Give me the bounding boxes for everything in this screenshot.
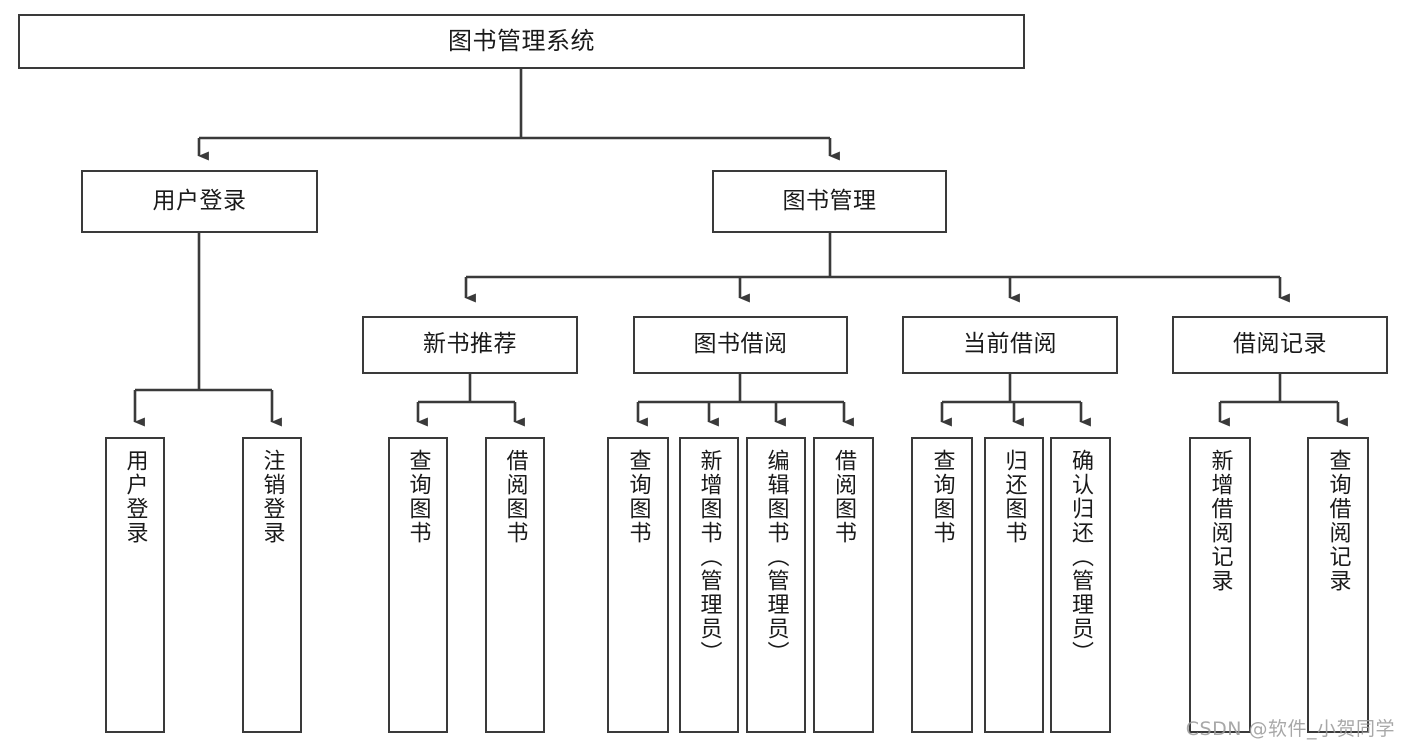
node-label: 查询图书 <box>929 449 955 545</box>
watermark-text: CSDN @软件_小贺同学 <box>1185 718 1395 740</box>
node-leaf[interactable]: 归还图书 <box>984 437 1044 733</box>
node-label: 用户登录 <box>152 187 247 214</box>
leaf-text-wrap: 借阅图书 <box>815 449 872 731</box>
node-label: 新书推荐 <box>423 331 517 358</box>
node-label: 当前借阅 <box>963 331 1057 358</box>
node-label: 新增借阅记录 <box>1207 449 1233 593</box>
node-leaf[interactable]: 新增借阅记录 <box>1189 437 1251 733</box>
node-leaf[interactable]: 查询借阅记录 <box>1307 437 1369 733</box>
node-label: 图书管理 <box>782 187 877 214</box>
leaf-text-wrap: 查询图书 <box>390 449 446 731</box>
node-level3-book-borrow[interactable]: 图书借阅 <box>633 316 848 374</box>
node-label: 借阅记录 <box>1233 331 1327 358</box>
node-label: 用户登录 <box>122 449 148 545</box>
leaf-text-wrap: 归还图书 <box>986 449 1042 731</box>
leaf-text-wrap: 新增图书（管理员） <box>681 449 737 731</box>
node-leaf[interactable]: 借阅图书 <box>813 437 874 733</box>
node-label: 编辑图书（管理员） <box>763 449 789 665</box>
node-root[interactable]: 图书管理系统 <box>18 14 1025 69</box>
leaf-text-wrap: 确认归还（管理员） <box>1052 449 1109 731</box>
node-leaf[interactable]: 查询图书 <box>911 437 973 733</box>
node-leaf[interactable]: 查询图书 <box>388 437 448 733</box>
leaf-text-wrap: 注销登录 <box>244 449 300 731</box>
leaf-text-wrap: 借阅图书 <box>487 449 543 731</box>
node-label: 借阅图书 <box>831 449 857 545</box>
node-label: 查询图书 <box>625 449 651 545</box>
node-label: 查询借阅记录 <box>1325 449 1351 593</box>
node-leaf[interactable]: 注销登录 <box>242 437 302 733</box>
leaf-text-wrap: 编辑图书（管理员） <box>748 449 804 731</box>
node-label: 确认归还（管理员） <box>1068 449 1094 665</box>
leaf-text-wrap: 用户登录 <box>107 449 163 731</box>
node-root-label: 图书管理系统 <box>448 27 595 56</box>
node-label: 归还图书 <box>1001 449 1027 545</box>
leaf-text-wrap: 查询图书 <box>913 449 971 731</box>
node-label: 借阅图书 <box>502 449 528 545</box>
node-leaf[interactable]: 借阅图书 <box>485 437 545 733</box>
node-label: 注销登录 <box>259 449 285 545</box>
node-leaf[interactable]: 确认归还（管理员） <box>1050 437 1111 733</box>
node-level2-book-management[interactable]: 图书管理 <box>712 170 947 233</box>
node-label: 新增图书（管理员） <box>696 449 722 665</box>
node-label: 查询图书 <box>405 449 431 545</box>
node-leaf[interactable]: 查询图书 <box>607 437 669 733</box>
leaf-text-wrap: 查询借阅记录 <box>1309 449 1367 731</box>
leaf-text-wrap: 新增借阅记录 <box>1191 449 1249 731</box>
node-leaf[interactable]: 用户登录 <box>105 437 165 733</box>
node-level3-new-book-recommend[interactable]: 新书推荐 <box>362 316 578 374</box>
leaf-text-wrap: 查询图书 <box>609 449 667 731</box>
node-level3-current-borrow[interactable]: 当前借阅 <box>902 316 1118 374</box>
node-level2-user-login[interactable]: 用户登录 <box>81 170 318 233</box>
node-level3-borrow-record[interactable]: 借阅记录 <box>1172 316 1388 374</box>
node-label: 图书借阅 <box>693 331 788 358</box>
node-leaf[interactable]: 新增图书（管理员） <box>679 437 739 733</box>
node-leaf[interactable]: 编辑图书（管理员） <box>746 437 806 733</box>
